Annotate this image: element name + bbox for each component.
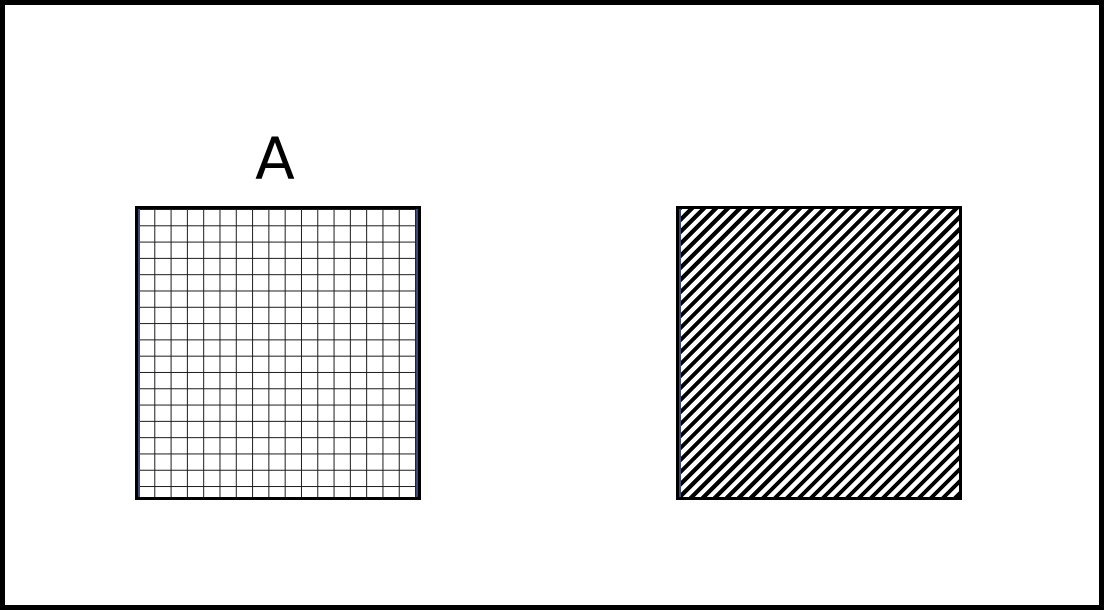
hatched-square-left-edge xyxy=(679,209,681,497)
grid-square xyxy=(135,206,421,500)
grid-square-left-edge xyxy=(138,209,140,497)
hatched-square xyxy=(676,206,962,500)
panel-label-a: A xyxy=(255,125,295,193)
grid-square-right-edge xyxy=(416,209,418,497)
